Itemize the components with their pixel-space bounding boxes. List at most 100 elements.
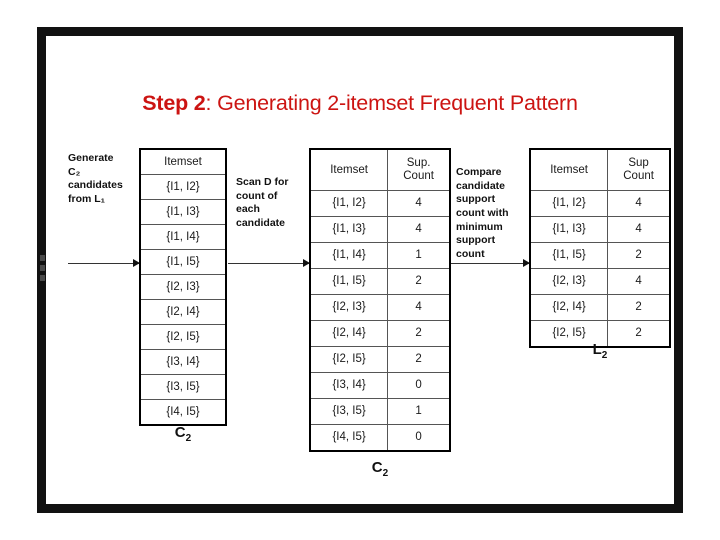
arrow-shaft [68,263,140,265]
arrow-right-icon-2 [228,259,310,268]
caption-letter: L [592,341,602,358]
table-row: {I4, I5} [139,399,227,426]
column-header-itemset: Itemset [529,148,609,191]
table-row: {I1, I2} [139,174,227,200]
cell-support-count: 2 [387,320,451,347]
cell-support-count: 2 [387,346,451,373]
caption-l2: L2 [529,341,671,361]
caption-subscript: 2 [382,468,389,479]
table-body: {I1, I2}4{I1, I3}4{I1, I5}2{I2, I3}4{I2,… [529,190,671,348]
caption-subscript: 2 [185,433,192,444]
column-header-support-line1: Sup. [406,157,431,170]
caption-c2-support-counts: C2 [309,459,451,479]
cell-itemset: {I1, I2} [309,190,389,217]
cell-itemset: {I4, I5} [309,424,389,452]
cell-itemset: {I2, I4} [309,320,389,347]
cell-itemset: {I3, I4} [309,372,389,399]
annotation-generate-candidates: Generate C₂ candidates from L₁ [68,152,123,205]
table-row: {I1, I2}4 [309,190,451,217]
table-row: {I2, I4}2 [309,320,451,347]
table-row: {I2, I4}2 [529,294,671,321]
slide-left-handle-dots [40,255,45,281]
cell-itemset: {I1, I2} [139,174,227,200]
cell-support-count: 0 [387,372,451,399]
table-body: {I1, I2}{I1, I3}{I1, I4}{I1, I5}{I2, I3}… [139,174,227,426]
column-header-itemset: Itemset [139,148,227,175]
table-header: Itemset Sup. Count [309,148,451,191]
arrow-right-icon-1 [68,259,140,268]
cell-itemset: {I2, I5} [309,346,389,373]
cell-itemset: {I3, I5} [139,374,227,400]
slide-canvas: Step 2: Generating 2-itemset Frequent Pa… [46,36,674,504]
arrow-head [133,259,140,267]
table-row: {I2, I3} [139,274,227,300]
table-row: {I1, I5} [139,249,227,275]
cell-support-count: 2 [607,294,671,321]
cell-itemset: {I2, I5} [529,320,609,348]
table-row: {I1, I4} [139,224,227,250]
arrow-shaft [450,263,530,265]
cell-support-count: 0 [387,424,451,452]
table-row: {I3, I4}0 [309,372,451,399]
column-header-support-line1: Sup [628,157,649,170]
table-row: {I2, I5} [139,324,227,350]
caption-subscript: 2 [601,350,608,361]
cell-support-count: 2 [607,320,671,348]
table-row: {I2, I5}2 [529,320,671,348]
cell-support-count: 4 [387,216,451,243]
annotation-scan-database: Scan D for count of each candidate [236,176,289,229]
table-row: {I1, I3} [139,199,227,225]
table-row: {I2, I3}4 [309,294,451,321]
table-row: {I1, I3}4 [529,216,671,243]
caption-letter: C [371,459,383,476]
table-row: {I2, I5}2 [309,346,451,373]
slide-frame: Step 2: Generating 2-itemset Frequent Pa… [37,27,683,513]
column-header-itemset: Itemset [309,148,389,191]
table-header-row: Itemset Sup. Count [309,148,451,191]
annotation-compare-support: Compare candidate support count with min… [456,166,509,260]
page-title-rest: : Generating 2-itemset Frequent Pattern [205,91,578,115]
handle-dot-icon [40,275,45,281]
cell-itemset: {I3, I5} [309,398,389,425]
cell-support-count: 1 [387,242,451,269]
cell-itemset: {I1, I5} [139,249,227,275]
caption-letter: C [174,424,186,441]
arrow-head [303,259,310,267]
table-row: {I4, I5}0 [309,424,451,452]
column-header-support-line2: Count [623,170,654,182]
table-c2-candidates: Itemset {I1, I2}{I1, I3}{I1, I4}{I1, I5}… [139,148,227,426]
cell-itemset: {I2, I3} [139,274,227,300]
cell-itemset: {I1, I3} [529,216,609,243]
cell-itemset: {I2, I4} [529,294,609,321]
cell-support-count: 4 [607,190,671,217]
table-row: {I1, I4}1 [309,242,451,269]
handle-dot-icon [40,265,45,271]
cell-itemset: {I1, I4} [139,224,227,250]
cell-itemset: {I4, I5} [139,399,227,426]
column-header-support-line2: Count [403,170,434,182]
table-row: {I1, I2}4 [529,190,671,217]
cell-itemset: {I1, I5} [309,268,389,295]
column-header-support-count: Sup. Count [387,148,451,191]
table-row: {I3, I5} [139,374,227,400]
cell-support-count: 2 [607,242,671,269]
table-row: {I2, I3}4 [529,268,671,295]
cell-itemset: {I1, I3} [139,199,227,225]
cell-itemset: {I2, I5} [139,324,227,350]
column-header-support-count: Sup Count [607,148,671,191]
arrow-shaft [228,263,310,265]
cell-support-count: 1 [387,398,451,425]
cell-itemset: {I3, I4} [139,349,227,375]
page-title: Step 2: Generating 2-itemset Frequent Pa… [46,91,674,116]
table-c2-support-counts: Itemset Sup. Count {I1, I2}4{I1, I3}4{I1… [309,148,451,452]
cell-support-count: 2 [387,268,451,295]
cell-itemset: {I1, I4} [309,242,389,269]
table-row: {I3, I4} [139,349,227,375]
table-row: {I1, I3}4 [309,216,451,243]
cell-itemset: {I1, I3} [309,216,389,243]
cell-itemset: {I2, I3} [529,268,609,295]
cell-itemset: {I1, I2} [529,190,609,217]
table-l2-frequent-itemsets: Itemset Sup Count {I1, I2}4{I1, I3}4{I1,… [529,148,671,348]
cell-support-count: 4 [387,294,451,321]
table-row: {I1, I5}2 [529,242,671,269]
